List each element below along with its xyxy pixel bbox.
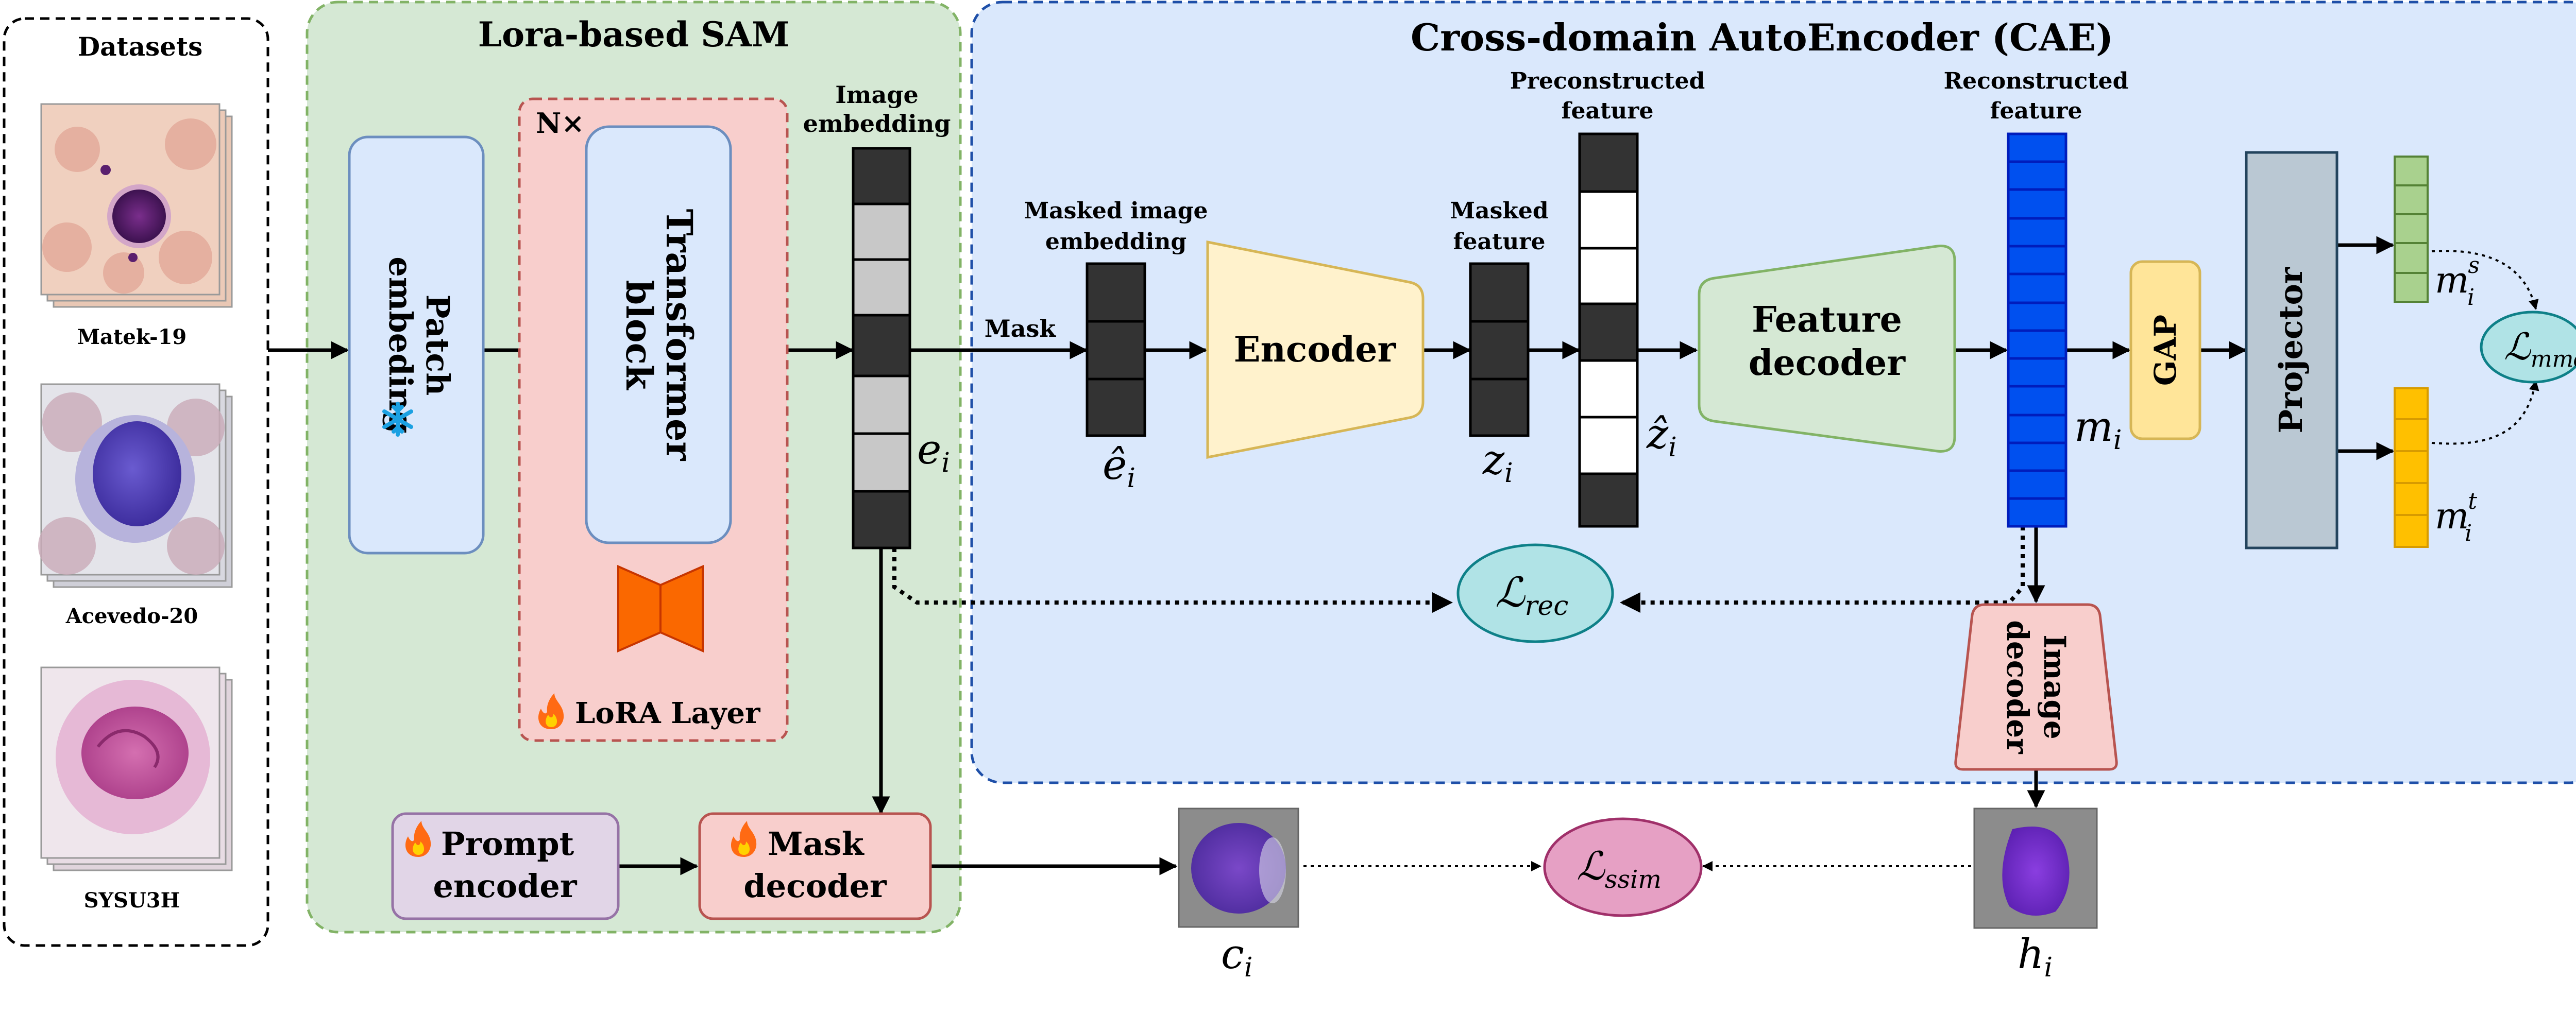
patch-embedding-block[interactable]: Patch embeding <box>348 135 485 555</box>
e-label: ei <box>917 425 950 478</box>
mask-decoder-line1: Mask <box>768 825 865 863</box>
lora-layer-label-group: LoRA Layer <box>538 693 761 730</box>
encoder-block[interactable]: Encoder <box>1206 240 1425 459</box>
gap-label: GAP <box>2148 315 2183 386</box>
c-label: ci <box>1221 930 1252 983</box>
feature-decoder-block[interactable]: Feature decoder <box>1698 245 1956 453</box>
prompt-encoder-block[interactable]: Prompt encoder <box>391 812 620 920</box>
transformer-line2: block <box>618 280 660 390</box>
flame-icon <box>405 821 431 857</box>
image-decoder-line1: Image <box>2037 634 2072 740</box>
preconstructed-line1: Preconstructed <box>1510 68 1705 94</box>
dotted-connectors <box>892 250 2539 871</box>
image-embedding-column: Image embedding ei <box>803 81 951 549</box>
dataset-label-sysu3h: SYSU3H <box>84 888 180 913</box>
dataset-label-acevedo: Acevedo-20 <box>65 604 198 628</box>
gap-block[interactable]: GAP <box>2129 260 2201 440</box>
snowflake-icon <box>382 402 413 437</box>
masked-feature-line2: feature <box>1453 229 1546 255</box>
h-label: hi <box>2018 930 2053 983</box>
n-times-label: N× <box>536 107 585 140</box>
masked-feature-column: Masked feature zi <box>1450 198 1548 489</box>
preconstructed-line2: feature <box>1562 98 1654 124</box>
z-label: zi <box>1482 436 1513 489</box>
image-embedding-line1: Image <box>835 81 918 109</box>
masked-embedding-column: Masked image embedding êi <box>1024 198 1208 494</box>
patch-embedding-line1: Patch <box>419 295 456 396</box>
mmd-loss-node: ℒmmd <box>2480 311 2576 384</box>
feature-decoder-line2: decoder <box>1749 342 1906 384</box>
ssim-label: ℒssim <box>1577 843 1662 894</box>
prompt-encoder-line2: encoder <box>433 867 577 905</box>
feature-decoder-line1: Feature <box>1752 299 1902 340</box>
masked-feature-line1: Masked <box>1450 198 1548 224</box>
encoder-label: Encoder <box>1234 329 1397 370</box>
output-c-image: ci <box>1178 807 1299 983</box>
dataset-image-sysu3h <box>40 666 233 871</box>
dataset-label-matek: Matek-19 <box>77 325 187 349</box>
masked-embedding-line2: embedding <box>1045 229 1187 255</box>
ssim-loss-node: ℒssim <box>1543 817 1703 917</box>
image-decoder-block[interactable]: Image decoder <box>1954 603 2118 771</box>
zhat-label: ẑi <box>1646 410 1677 463</box>
reconstructed-line2: feature <box>1990 98 2082 124</box>
image-embedding-line2: embedding <box>803 110 951 138</box>
ehat-label: êi <box>1103 441 1136 494</box>
transformer-line1: Transformer <box>658 209 701 461</box>
prompt-encoder-line1: Prompt <box>441 825 574 863</box>
projector-block[interactable]: Projector <box>2245 151 2338 549</box>
dataset-image-acevedo <box>38 383 233 588</box>
rec-label: ℒrec <box>1495 569 1568 622</box>
transformer-block[interactable]: Transformer block <box>585 125 732 544</box>
preconstructed-feature-column: Preconstructed feature ẑi <box>1510 68 1705 528</box>
mask-decoder-block[interactable]: Mask decoder <box>698 812 932 920</box>
patch-embedding-line2: embeding <box>382 256 419 433</box>
reconstructed-feature-column: Reconstructed feature mi <box>1944 68 2129 528</box>
flame-icon <box>731 821 757 857</box>
image-decoder-line2: decoder <box>2000 620 2035 754</box>
datasets-panel: Datasets Matek-19 <box>3 17 269 947</box>
dataset-image-matek <box>40 103 233 308</box>
mask-decoder-line2: decoder <box>743 867 887 905</box>
mmd-label: ℒmmd <box>2504 325 2576 372</box>
datasets-title: Datasets <box>78 31 202 62</box>
rec-loss-node: ℒrec <box>1456 543 1614 643</box>
sam-title: Lora-based SAM <box>478 14 789 55</box>
projector-label: Projector <box>2272 266 2310 433</box>
lora-layer-label: LoRA Layer <box>575 696 761 730</box>
mask-arrow-label: Mask <box>985 315 1057 342</box>
masked-embedding-line1: Masked image <box>1024 198 1208 224</box>
m-label: mi <box>2074 403 2122 456</box>
cae-title: Cross-domain AutoEncoder (CAE) <box>1411 15 2113 59</box>
lora-adapter-shape <box>617 564 704 653</box>
output-h-image: hi <box>1973 807 2098 983</box>
flame-icon <box>538 693 564 729</box>
reconstructed-line1: Reconstructed <box>1944 68 2129 94</box>
